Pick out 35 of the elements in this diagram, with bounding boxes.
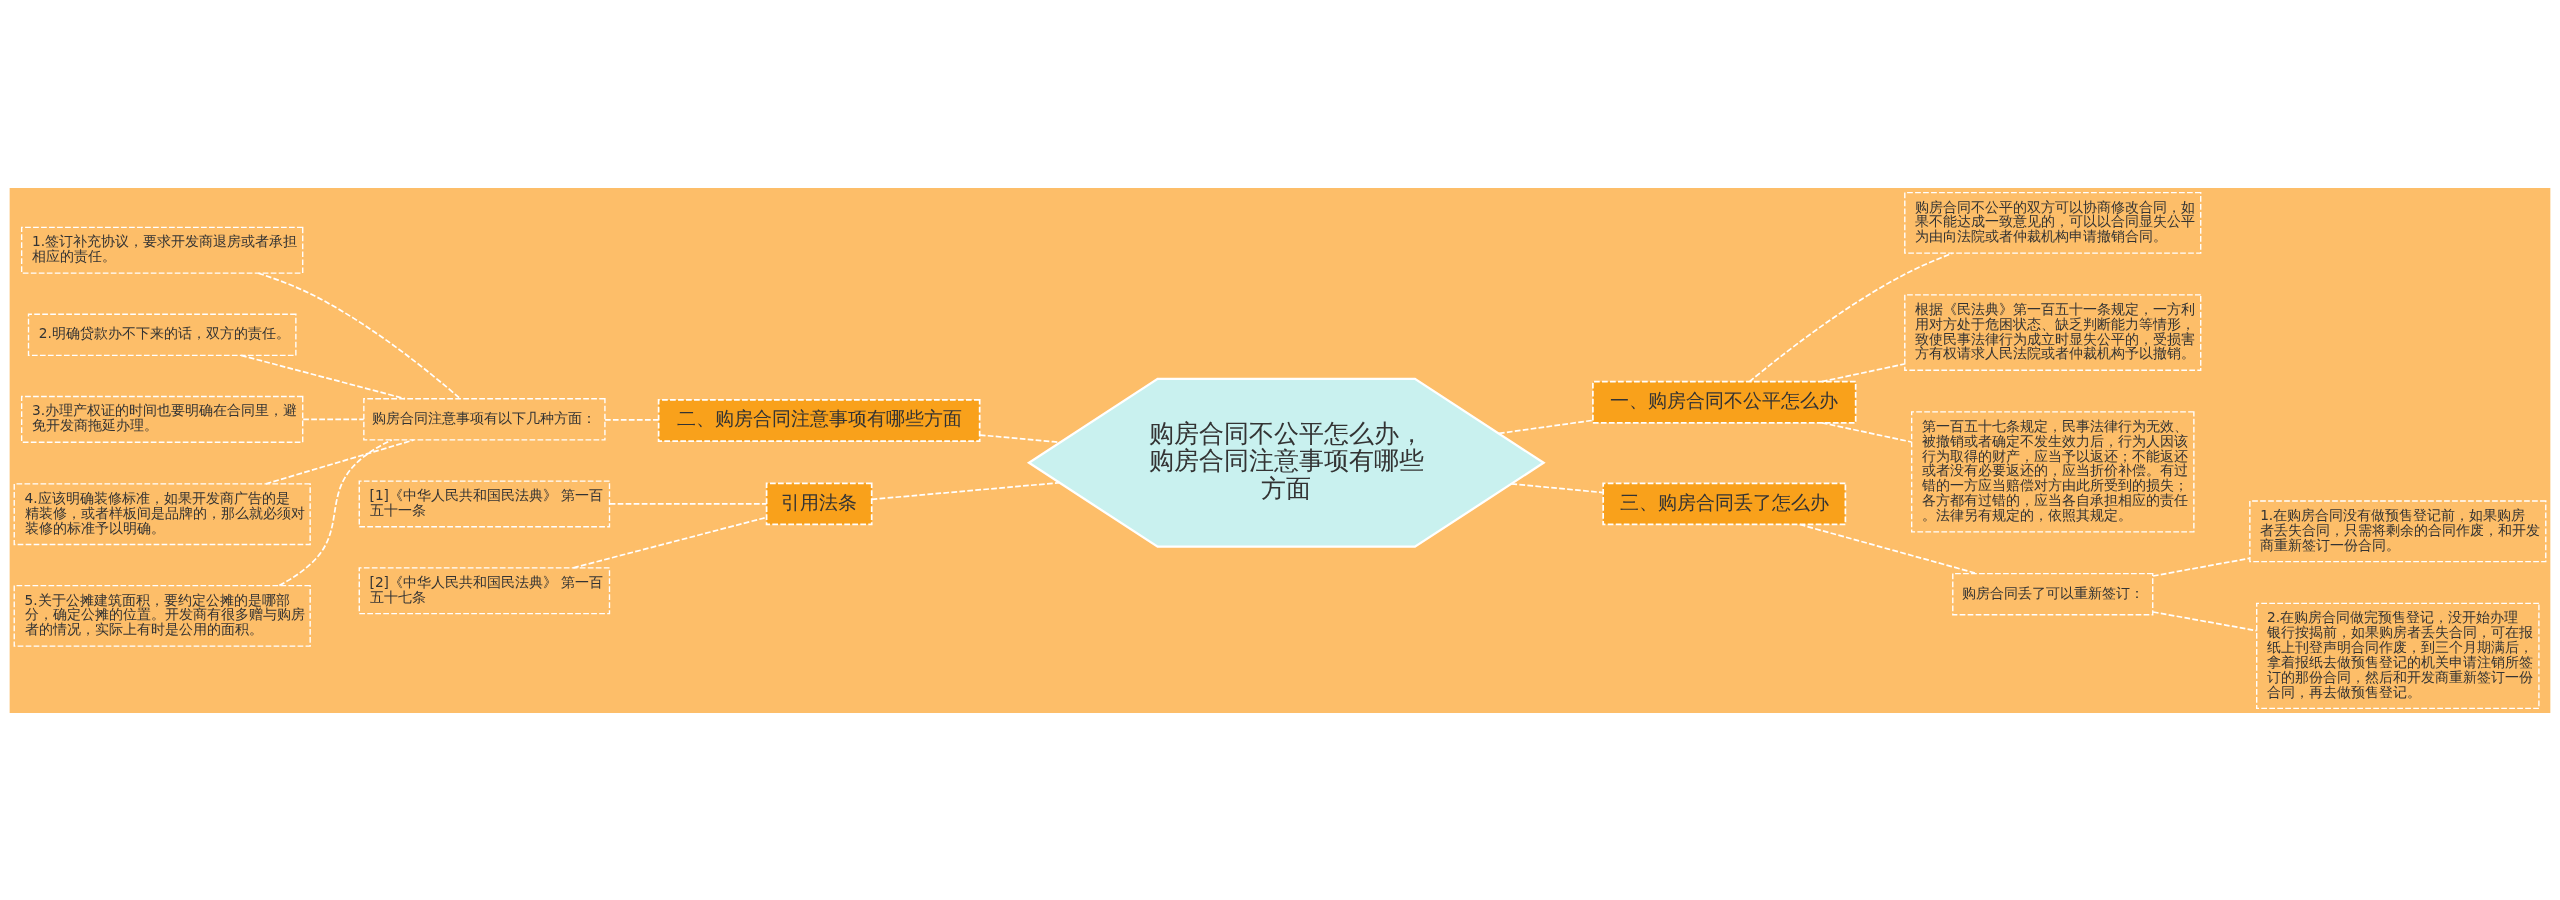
connector bbox=[302, 418, 365, 420]
connector bbox=[278, 438, 393, 586]
connector bbox=[2152, 610, 2258, 632]
connector bbox=[1510, 482, 1604, 493]
connector bbox=[572, 516, 768, 569]
node-box: 二、购房合同注意事项有哪些方面 bbox=[657, 398, 981, 442]
connector bbox=[257, 271, 462, 400]
connector bbox=[240, 354, 406, 400]
connector bbox=[1748, 251, 1954, 382]
node-box: 1.在购房合同没有做预售登记前，如果购房者丢失合同，只需将剩余的合同作废，和开发商重新签订一份合同。 bbox=[2249, 499, 2547, 562]
node-box: 购房合同注意事项有以下几种方面： bbox=[363, 397, 606, 441]
node-box: 1.签订补充协议，要求开发商退房或者承担相应的责任。 bbox=[20, 226, 304, 274]
node-box: [2]《中华人民共和国民法典》 第一百五十七条 bbox=[358, 566, 611, 614]
node-box: 5.关于公摊建筑面积，要约定公摊的是哪部分，确定公摊的位置。开发商有很多赠与购房者的情况，实际上有时是公用的面积。 bbox=[13, 584, 311, 647]
node-box: 三、购房合同丢了怎么办 bbox=[1602, 482, 1847, 525]
connector bbox=[608, 502, 768, 505]
node-box: 2.在购房合同做完预售登记，没开始办理银行按揭前，如果购房者丢失合同，可在报纸上刊登声明合同作废，到三个月期满后，拿着报纸去做预售登记的机关申请注销所签订的那份合同，然后和开发商重新签订一份合同，再去做预售登记。 bbox=[2256, 602, 2540, 709]
connector bbox=[1498, 419, 1594, 434]
connector bbox=[2152, 556, 2251, 577]
node-box: [1]《中华人民共和国民法典》 第一百五十一条 bbox=[358, 479, 611, 527]
node-box: 购房合同不公平的双方可以协商修改合同，如果不能达成一致意见的，可以以合同显失公平为由向法院或者仲裁机构申请撤销合同。 bbox=[1904, 191, 2202, 254]
connector bbox=[265, 438, 415, 485]
connector bbox=[870, 481, 1061, 500]
connector bbox=[1821, 362, 1906, 382]
node-box: 4.应该明确装修标准，如果开发商广告的是精装修，或者样板间是品牌的，那么就必须对装修的标准予以明确。 bbox=[13, 482, 311, 545]
node-box: 3.办理产权证的时间也要明确在合同里，避免开发商拖延办理。 bbox=[20, 395, 304, 443]
node-box: 根据《民法典》第一百五十一条规定，一方利用对方处于危困状态、缺乏判断能力等情形，致使民事法律行为成立时显失公平的，受损害方有权请求人民法院或者仲裁机构予以撤销。 bbox=[1904, 293, 2202, 371]
connector bbox=[1799, 523, 1978, 574]
node-box: 购房合同丢了可以重新签订： bbox=[1952, 572, 2154, 615]
node-box: 第一百五十七条规定，民事法律行为无效、被撤销或者确定不发生效力后，行为人因该行为取得的财产，应当予以返还；不能返还或者没有必要返还的，应当折价补偿。有过错的一方应当赔偿对方由此所受到的损失；各方都有过错的，应当各自承担相应的责任。法律另有规定的，依照其规定。 bbox=[1910, 410, 2195, 533]
node-box: 引用法条 bbox=[765, 482, 873, 525]
connector bbox=[1821, 421, 1913, 443]
node-box: 2.明确贷款办不下来的话，双方的责任。 bbox=[27, 313, 297, 356]
connector bbox=[604, 418, 660, 421]
node-box: 一、购房合同不公平怎么办 bbox=[1592, 380, 1857, 424]
